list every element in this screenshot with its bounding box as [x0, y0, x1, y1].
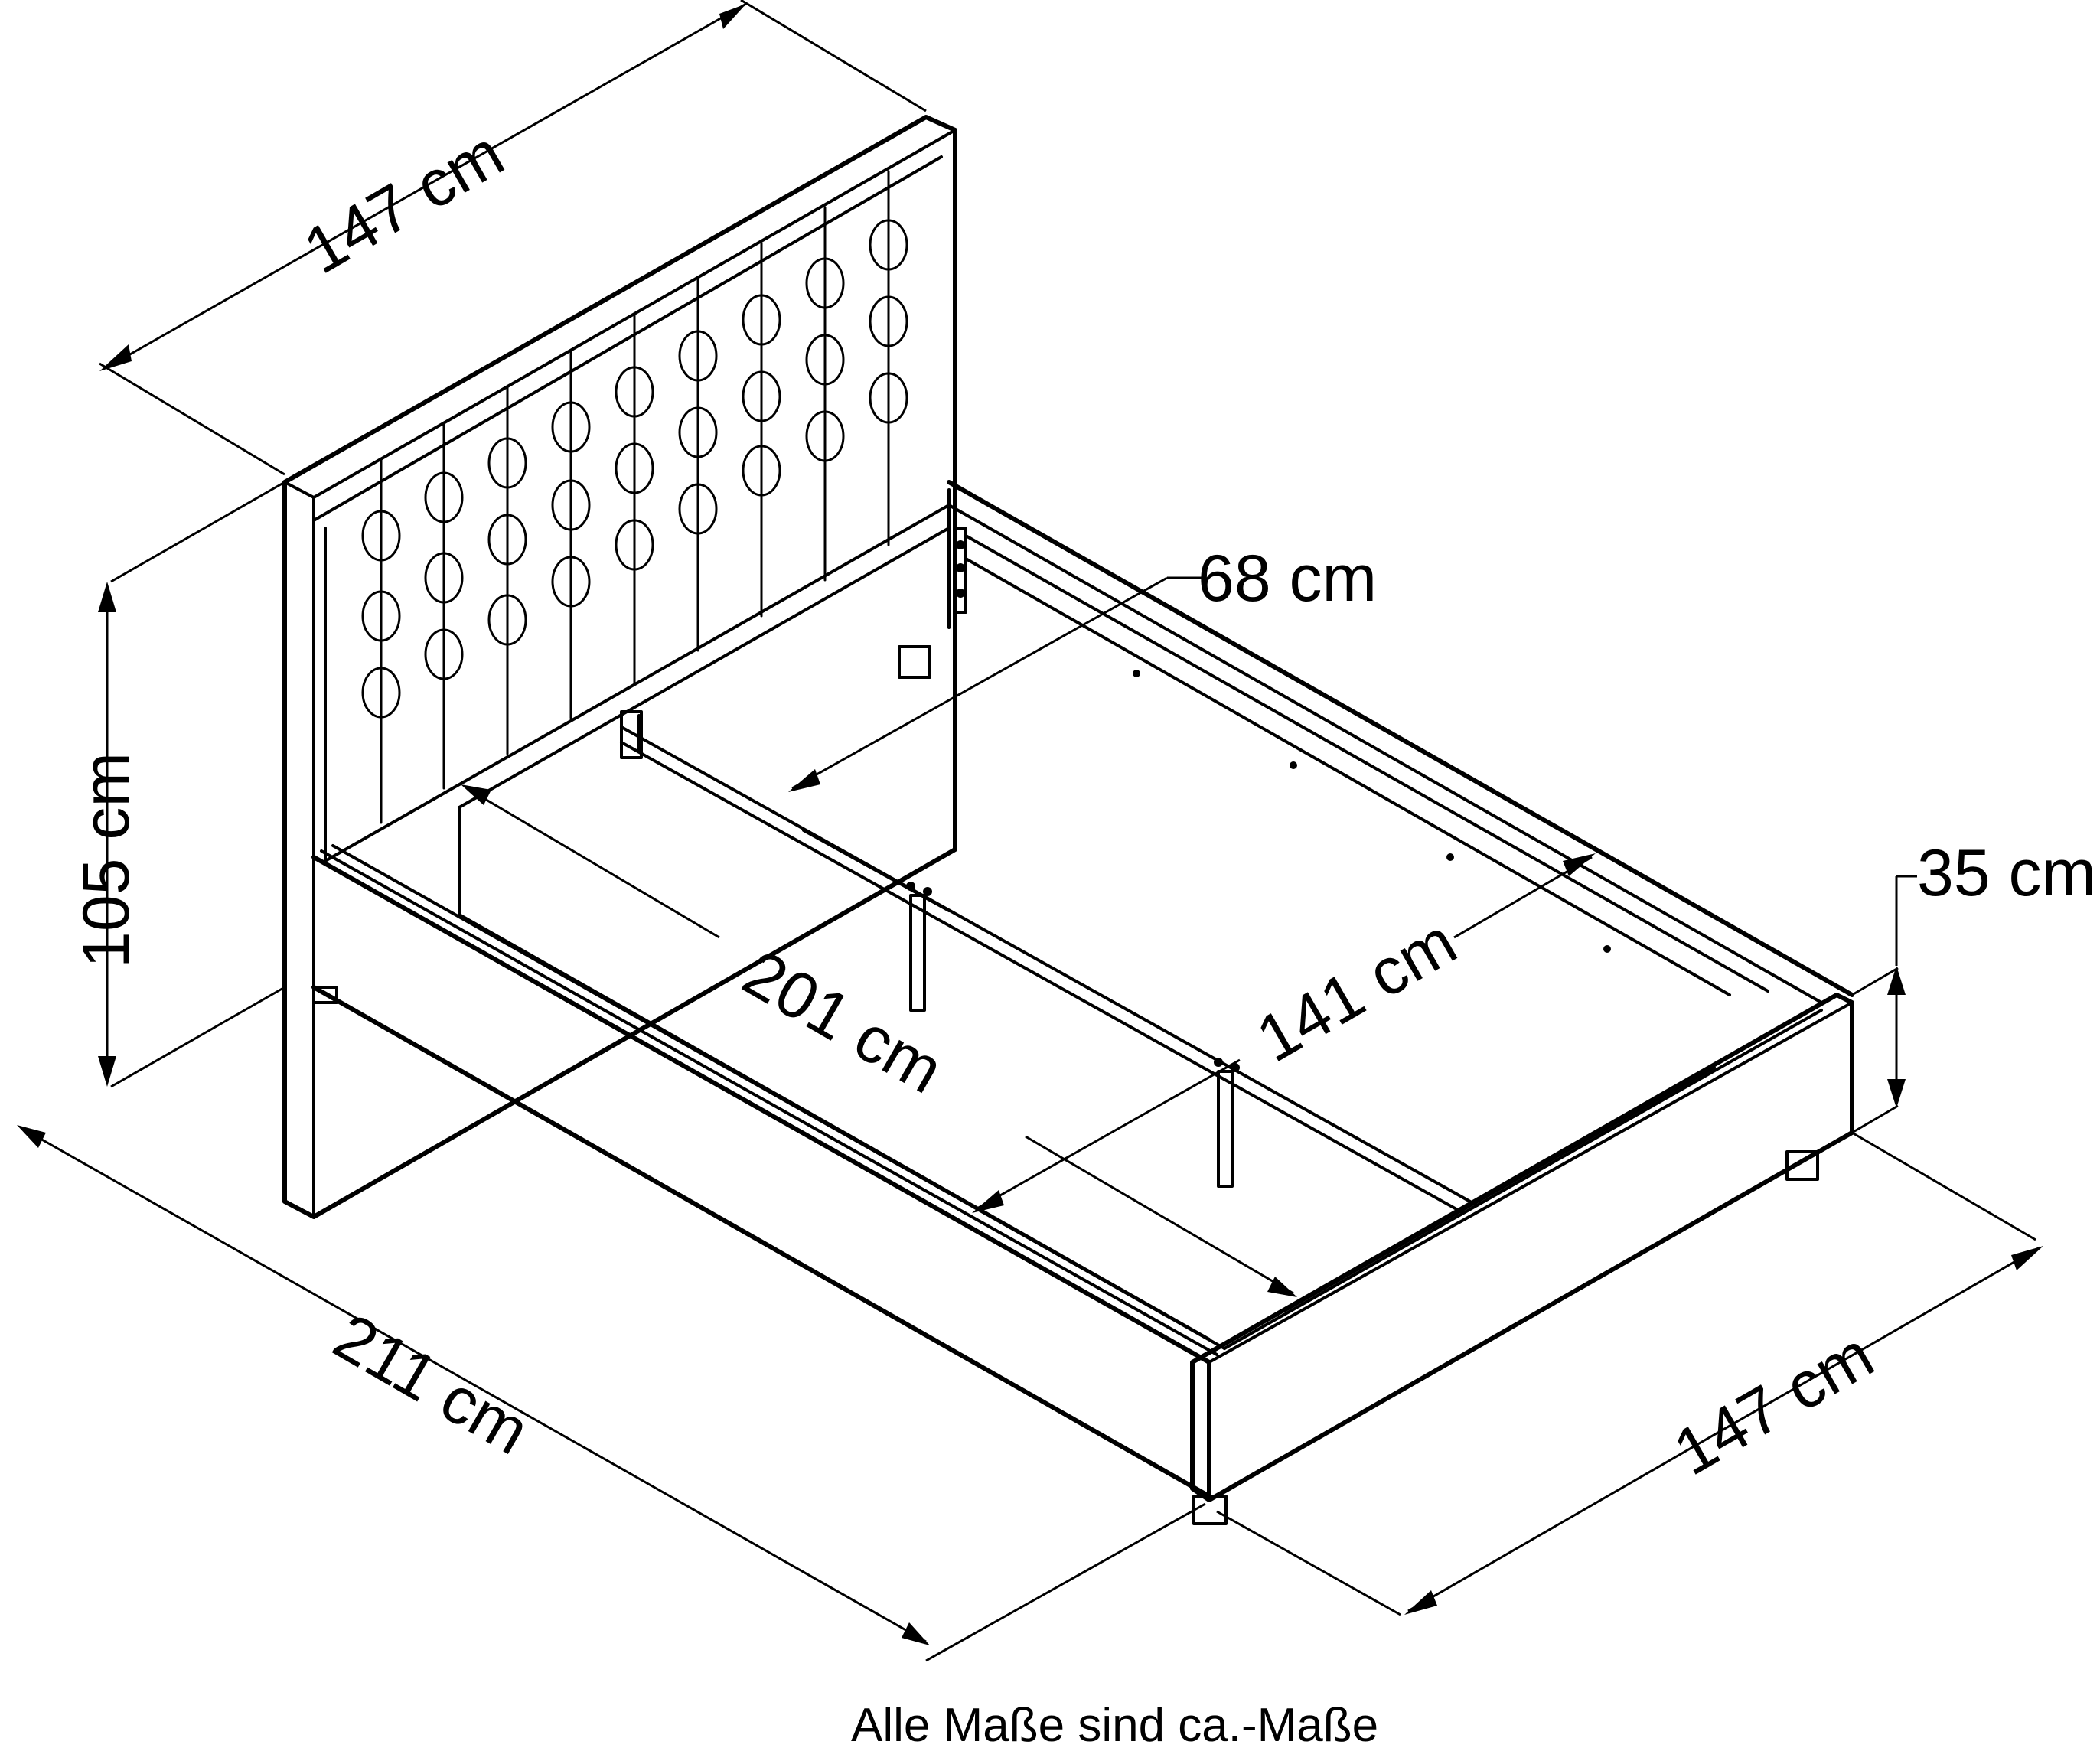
total-width-label: 147 cm	[1662, 1318, 1886, 1489]
headboard-height-label: 105 cm	[70, 752, 143, 968]
headboard-panel-lines	[380, 170, 890, 824]
center-beam	[620, 710, 1479, 1215]
headboard-width-label: 147 cm	[292, 116, 516, 288]
headboard	[282, 115, 957, 1219]
inner-length-label: 201 cm	[732, 936, 955, 1107]
bracket-bolts	[956, 540, 1611, 953]
bed-drawing	[282, 115, 1854, 1525]
head-interior	[324, 504, 951, 916]
dimension-lines	[17, 0, 2043, 1662]
slat-width-label: 68 cm	[1198, 542, 1377, 615]
inner-width-label: 141 cm	[1245, 905, 1469, 1076]
tufting-buttons	[361, 219, 908, 719]
right-side-rail	[947, 480, 1854, 1004]
frame-height-label: 35 cm	[1917, 836, 2096, 910]
total-length-label: 211 cm	[322, 1299, 542, 1469]
footnote: Alle Maße sind ca.-Maße	[851, 1699, 1378, 1751]
